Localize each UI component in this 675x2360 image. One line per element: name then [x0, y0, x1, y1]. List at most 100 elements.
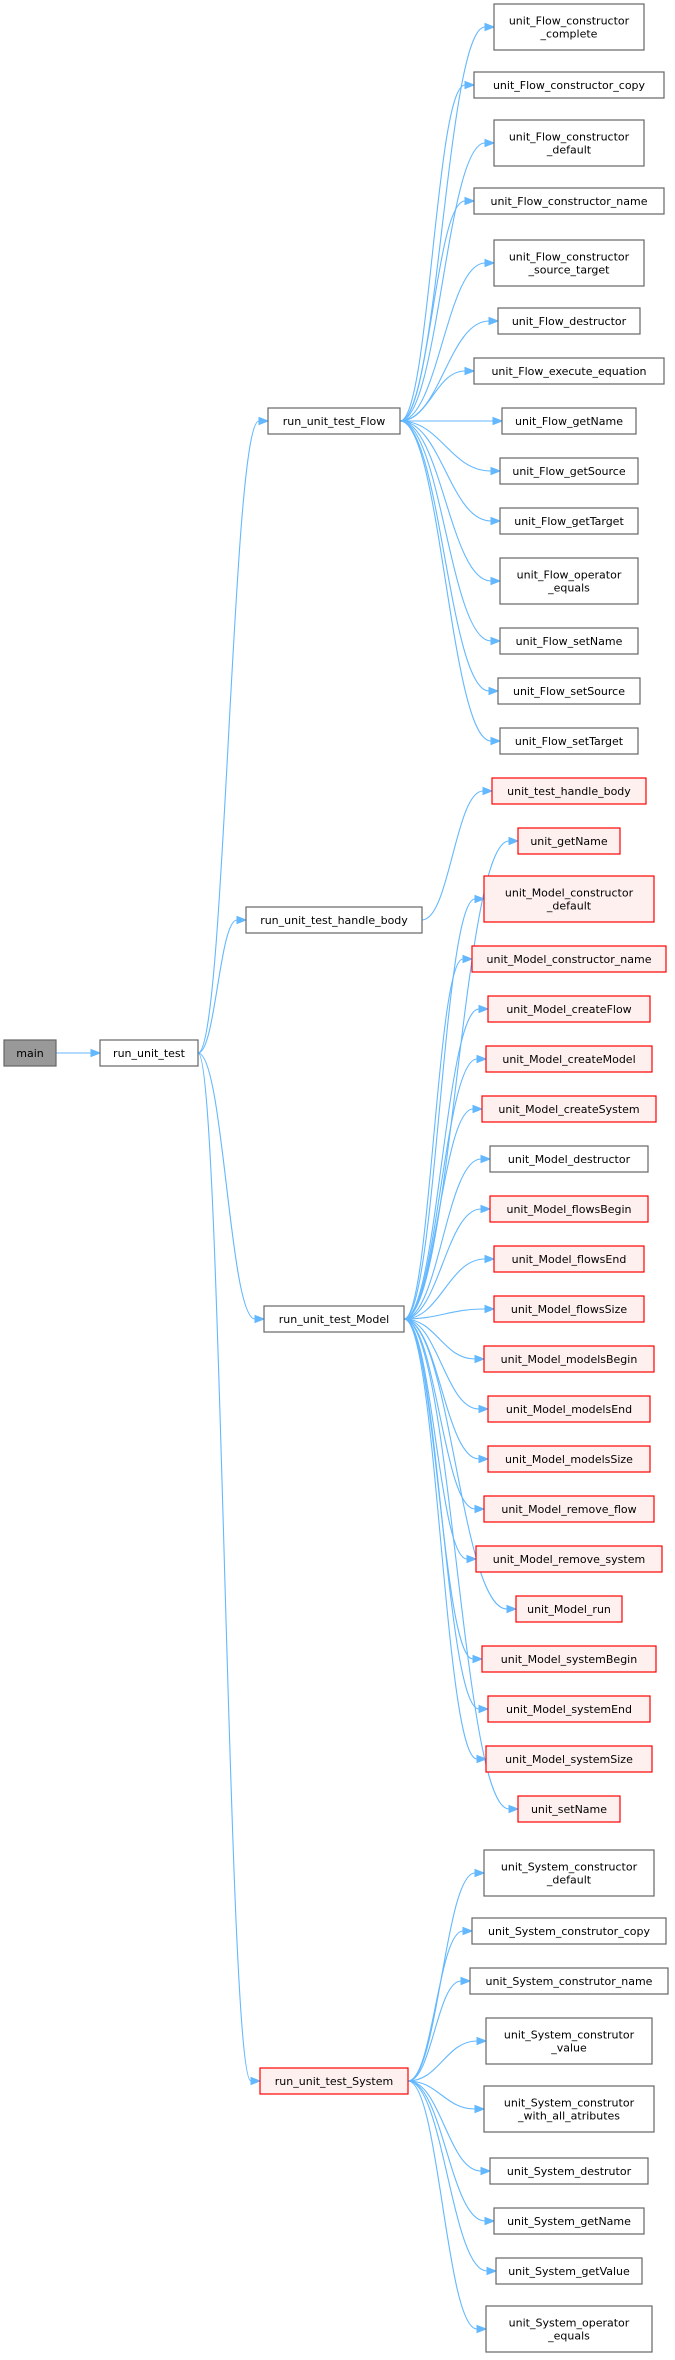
- node-m7[interactable]: unit_Model_destructor: [489, 1145, 649, 1173]
- node-box[interactable]: [493, 239, 645, 287]
- node-box[interactable]: [487, 1395, 651, 1423]
- node-box[interactable]: [485, 1745, 653, 1773]
- node-m3[interactable]: unit_Model_constructor_name: [471, 945, 667, 973]
- node-s7[interactable]: unit_System_getName: [493, 2207, 645, 2235]
- node-m6[interactable]: unit_Model_createSystem: [481, 1095, 657, 1123]
- node-box[interactable]: [473, 357, 665, 385]
- node-f2[interactable]: unit_Flow_constructor_copy: [473, 71, 665, 99]
- node-box[interactable]: [487, 1445, 651, 1473]
- node-box[interactable]: [481, 1645, 657, 1673]
- node-s4[interactable]: unit_System_construtor_value: [485, 2017, 653, 2065]
- node-box[interactable]: [493, 1295, 645, 1323]
- node-box[interactable]: [485, 2017, 653, 2065]
- node-s1[interactable]: unit_System_constructor_default: [483, 1849, 655, 1897]
- node-box[interactable]: [517, 827, 621, 855]
- node-box[interactable]: [259, 2067, 409, 2095]
- node-box[interactable]: [499, 557, 639, 605]
- node-box[interactable]: [497, 677, 641, 705]
- node-box[interactable]: [487, 995, 651, 1023]
- node-box[interactable]: [489, 1195, 649, 1223]
- node-s9[interactable]: unit_System_operator_equals: [485, 2305, 653, 2353]
- node-m5[interactable]: unit_Model_createModel: [485, 1045, 653, 1073]
- node-m16[interactable]: unit_Model_run: [515, 1595, 623, 1623]
- node-f10[interactable]: unit_Flow_getTarget: [499, 507, 639, 535]
- node-m19[interactable]: unit_Model_systemSize: [485, 1745, 653, 1773]
- node-box[interactable]: [471, 1917, 667, 1945]
- node-m20[interactable]: unit_setName: [517, 1795, 621, 1823]
- node-m13[interactable]: unit_Model_modelsSize: [487, 1445, 651, 1473]
- node-run-unit-test-Model[interactable]: run_unit_test_Model: [263, 1305, 405, 1333]
- node-f5[interactable]: unit_Flow_constructor_source_target: [493, 239, 645, 287]
- node-m18[interactable]: unit_Model_systemEnd: [487, 1695, 651, 1723]
- node-box[interactable]: [499, 507, 639, 535]
- node-m12[interactable]: unit_Model_modelsEnd: [487, 1395, 651, 1423]
- node-box[interactable]: [245, 906, 423, 934]
- node-m14[interactable]: unit_Model_remove_flow: [483, 1495, 655, 1523]
- node-run-unit-test-System[interactable]: run_unit_test_System: [259, 2067, 409, 2095]
- node-m2[interactable]: unit_Model_constructor_default: [483, 875, 655, 923]
- node-m15[interactable]: unit_Model_remove_system: [475, 1545, 663, 1573]
- node-run-unit-test-handle-body[interactable]: run_unit_test_handle_body: [245, 906, 423, 934]
- node-f1[interactable]: unit_Flow_constructor_complete: [493, 3, 645, 51]
- node-f8[interactable]: unit_Flow_getName: [501, 407, 637, 435]
- node-f13[interactable]: unit_Flow_setSource: [497, 677, 641, 705]
- node-m17[interactable]: unit_Model_systemBegin: [481, 1645, 657, 1673]
- node-box[interactable]: [267, 407, 401, 435]
- node-m1[interactable]: unit_getName: [517, 827, 621, 855]
- node-f3[interactable]: unit_Flow_constructor_default: [493, 119, 645, 167]
- node-box[interactable]: [489, 1145, 649, 1173]
- node-box[interactable]: [473, 71, 665, 99]
- node-box[interactable]: [487, 1695, 651, 1723]
- node-box[interactable]: [471, 945, 667, 973]
- node-f4[interactable]: unit_Flow_constructor_name: [473, 187, 665, 215]
- node-box[interactable]: [493, 2207, 645, 2235]
- node-box[interactable]: [493, 3, 645, 51]
- node-box[interactable]: [483, 2085, 655, 2133]
- node-main[interactable]: main: [3, 1039, 57, 1067]
- node-f6[interactable]: unit_Flow_destructor: [497, 307, 641, 335]
- node-box[interactable]: [495, 2257, 643, 2285]
- node-box[interactable]: [489, 2157, 649, 2185]
- node-box[interactable]: [473, 187, 665, 215]
- node-box[interactable]: [3, 1039, 57, 1067]
- node-f12[interactable]: unit_Flow_setName: [499, 627, 639, 655]
- node-box[interactable]: [499, 727, 639, 755]
- node-box[interactable]: [515, 1595, 623, 1623]
- node-run-unit-test[interactable]: run_unit_test: [99, 1039, 199, 1067]
- node-m10[interactable]: unit_Model_flowsSize: [493, 1295, 645, 1323]
- node-box[interactable]: [485, 2305, 653, 2353]
- node-m11[interactable]: unit_Model_modelsBegin: [483, 1345, 655, 1373]
- node-h1[interactable]: unit_test_handle_body: [491, 777, 647, 805]
- node-run-unit-test-Flow[interactable]: run_unit_test_Flow: [267, 407, 401, 435]
- node-s2[interactable]: unit_System_construtor_copy: [471, 1917, 667, 1945]
- node-s6[interactable]: unit_System_destrutor: [489, 2157, 649, 2185]
- node-box[interactable]: [469, 1967, 669, 1995]
- node-f9[interactable]: unit_Flow_getSource: [499, 457, 639, 485]
- node-box[interactable]: [483, 1849, 655, 1897]
- node-box[interactable]: [491, 777, 647, 805]
- node-box[interactable]: [497, 307, 641, 335]
- node-m4[interactable]: unit_Model_createFlow: [487, 995, 651, 1023]
- node-box[interactable]: [485, 1045, 653, 1073]
- node-box[interactable]: [499, 627, 639, 655]
- node-box[interactable]: [99, 1039, 199, 1067]
- node-s3[interactable]: unit_System_construtor_name: [469, 1967, 669, 1995]
- node-box[interactable]: [483, 1495, 655, 1523]
- node-f14[interactable]: unit_Flow_setTarget: [499, 727, 639, 755]
- node-s8[interactable]: unit_System_getValue: [495, 2257, 643, 2285]
- node-f7[interactable]: unit_Flow_execute_equation: [473, 357, 665, 385]
- node-box[interactable]: [483, 1345, 655, 1373]
- node-box[interactable]: [493, 1245, 645, 1273]
- node-s5[interactable]: unit_System_construtor_with_all_atribute…: [483, 2085, 655, 2133]
- node-box[interactable]: [263, 1305, 405, 1333]
- node-box[interactable]: [475, 1545, 663, 1573]
- node-f11[interactable]: unit_Flow_operator_equals: [499, 557, 639, 605]
- node-box[interactable]: [481, 1095, 657, 1123]
- node-box[interactable]: [483, 875, 655, 923]
- node-m8[interactable]: unit_Model_flowsBegin: [489, 1195, 649, 1223]
- node-box[interactable]: [493, 119, 645, 167]
- node-m9[interactable]: unit_Model_flowsEnd: [493, 1245, 645, 1273]
- node-box[interactable]: [499, 457, 639, 485]
- node-box[interactable]: [501, 407, 637, 435]
- node-box[interactable]: [517, 1795, 621, 1823]
